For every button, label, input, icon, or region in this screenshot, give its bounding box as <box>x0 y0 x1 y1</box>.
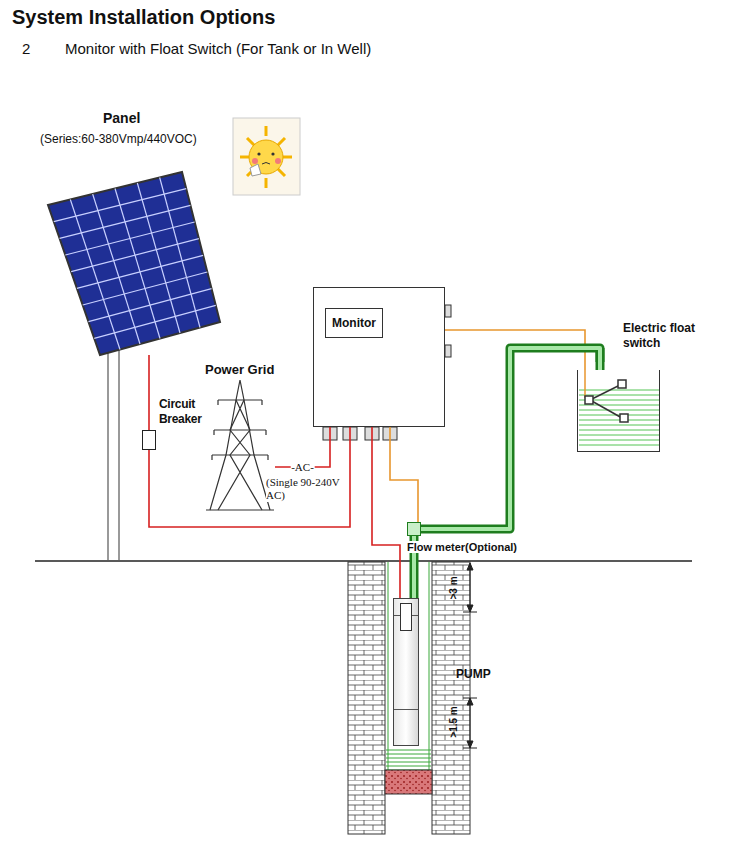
node-label: Monitor <box>325 308 383 338</box>
dimension-lines <box>463 563 477 748</box>
subtitle: Monitor with Float Switch (For Tank or I… <box>65 40 371 57</box>
wire <box>149 355 150 430</box>
pump-band <box>394 709 418 710</box>
float-switch <box>585 370 628 422</box>
node-label: Flow meter(Optional) <box>406 541 518 553</box>
title: System Installation Options <box>12 6 275 29</box>
water-tank: Electric float switch <box>577 370 660 452</box>
node-label: Electric float switch <box>623 321 715 351</box>
wire <box>372 427 400 598</box>
solar-panel-node: Panel (Series:60-380Vmp/440VOC) <box>30 110 230 355</box>
pump-clamp <box>400 603 412 631</box>
well <box>348 562 470 834</box>
power-tower <box>206 380 274 510</box>
node-label: Circuit Breaker <box>159 397 211 427</box>
item-number: 2 <box>22 40 30 57</box>
solar-panel <box>48 172 220 355</box>
water-pipe <box>421 348 600 529</box>
tank-water <box>579 390 659 445</box>
power-grid: Power Grid <box>200 362 275 510</box>
pump: PUMP <box>393 598 419 746</box>
circuit-breaker: Circuit Breaker <box>142 430 156 450</box>
node-label: Panel <box>103 110 140 126</box>
node-label: PUMP <box>456 667 491 681</box>
sun-icon <box>233 118 300 195</box>
edge-label: -AC- <box>290 461 315 473</box>
wire <box>390 427 418 522</box>
flow-meter: Flow meter(Optional) <box>407 522 421 536</box>
node-label: (Series:60-380Vmp/440VOC) <box>40 132 197 146</box>
controller-box: Monitor <box>313 287 445 427</box>
node-label: Power Grid <box>205 362 274 377</box>
dimension-label: >3 m <box>448 576 459 599</box>
wire <box>149 427 350 527</box>
dimension-label: >1.5 m <box>448 706 459 737</box>
voltage-note: (Single 90-240V AC) <box>266 476 348 502</box>
panel-pole <box>108 338 119 560</box>
